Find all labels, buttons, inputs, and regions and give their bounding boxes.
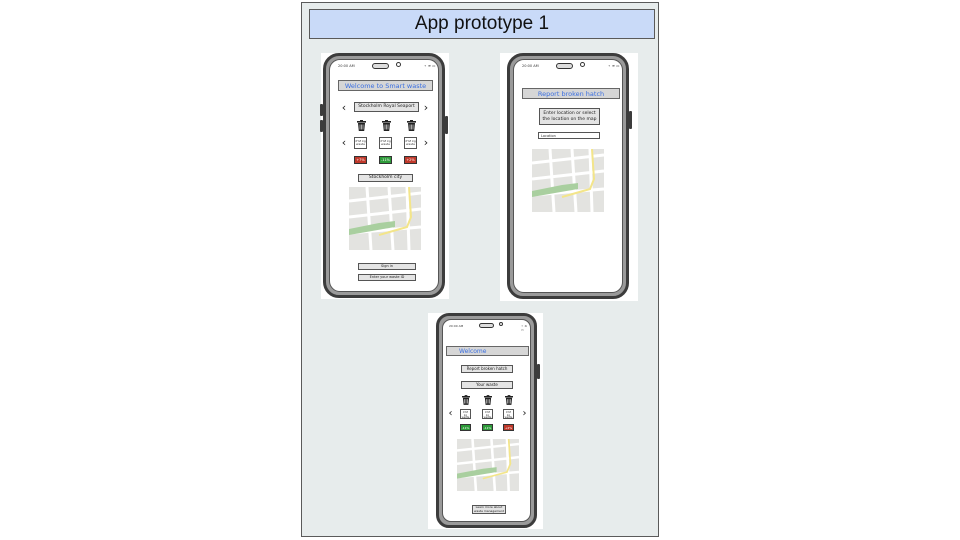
slide-title: App prototype 1 [309, 9, 655, 39]
percent-badge: -11% [460, 424, 471, 431]
map-view[interactable] [349, 187, 421, 250]
waste-id-button[interactable]: Enter your waste ID [358, 274, 416, 281]
phone1-screen: 20:00 AM ⚬ ≋ ▭ Welcome to Smart waste ‹ … [329, 59, 439, 292]
map-view[interactable] [457, 439, 519, 491]
power-button [445, 116, 448, 134]
sign-in-button[interactable]: Sign in [358, 263, 416, 270]
percent-badge: +7% [354, 156, 367, 164]
wifi-icon: ⚬ ≋ ▭ [608, 64, 620, 68]
waste-card: XYZ kg waste [379, 137, 392, 149]
chevron-left-icon[interactable]: ‹ [448, 408, 453, 419]
status-time: 20:00 AM [522, 64, 539, 68]
trash-bin-icon [462, 395, 470, 405]
waste-card: XYZ kg waste [482, 409, 493, 419]
city-label[interactable]: Stockholm city [358, 174, 413, 182]
camera-icon [580, 62, 585, 67]
phone3: 20:00 AM ⚬ ≋ ▭ Welcome Report broken hat… [436, 313, 540, 528]
status-time: 20:00 AM [449, 324, 464, 328]
camera-icon [499, 322, 503, 326]
phone2-screen: 20:00 AM ⚬ ≋ ▭ Report broken hatch Enter… [513, 59, 623, 293]
wifi-icon: ⚬ ≋ ▭ [521, 324, 527, 332]
welcome-header: Welcome [446, 346, 529, 356]
report-hatch-button[interactable]: Report broken hatch [461, 365, 513, 373]
percent-badge: +2% [404, 156, 417, 164]
location-selector[interactable]: Stockholm Royal Seaport [354, 102, 419, 112]
power-button [537, 364, 540, 379]
phone3-screen: 20:00 AM ⚬ ≋ ▭ Welcome Report broken hat… [442, 319, 531, 522]
power-button [629, 111, 632, 129]
trash-bin-icon [382, 120, 391, 131]
chevron-left-icon[interactable]: ‹ [341, 136, 347, 149]
volume-button [320, 104, 323, 116]
trash-bin-icon [407, 120, 416, 131]
chevron-right-icon[interactable]: › [423, 101, 429, 114]
speaker-notch [479, 323, 494, 328]
status-time: 20:00 AM [338, 64, 355, 68]
map-view[interactable] [532, 149, 604, 212]
trash-bin-icon [505, 395, 513, 405]
volume-button [320, 120, 323, 132]
chevron-left-icon[interactable]: ‹ [341, 101, 347, 114]
speaker-notch [372, 63, 389, 69]
percent-badge: -11% [482, 424, 493, 431]
trash-bin-icon [357, 120, 366, 131]
waste-card: XYZ kg waste [404, 137, 417, 149]
your-waste-label: Your waste [461, 381, 513, 389]
chevron-right-icon[interactable]: › [423, 136, 429, 149]
waste-card: XYZ kg waste [503, 409, 514, 419]
report-header: Report broken hatch [522, 88, 620, 99]
instruction-text: Enter location or select the location on… [539, 108, 600, 125]
phone2: 20:00 AM ⚬ ≋ ▭ Report broken hatch Enter… [507, 53, 632, 299]
waste-card: XYZ kg waste [354, 137, 367, 149]
waste-card: XYZ kg waste [460, 409, 471, 419]
percent-badge: +2% [503, 424, 514, 431]
camera-icon [396, 62, 401, 67]
speaker-notch [556, 63, 573, 69]
welcome-header: Welcome to Smart waste [338, 80, 433, 91]
percent-badge: -11% [379, 156, 392, 164]
chevron-right-icon[interactable]: › [522, 408, 527, 419]
learn-more-button[interactable]: Learn more about waste management [472, 505, 506, 514]
phone1: 20:00 AM ⚬ ≋ ▭ Welcome to Smart waste ‹ … [320, 53, 448, 298]
trash-bin-icon [484, 395, 492, 405]
wifi-icon: ⚬ ≋ ▭ [424, 64, 436, 68]
location-input[interactable]: Location [538, 132, 600, 139]
